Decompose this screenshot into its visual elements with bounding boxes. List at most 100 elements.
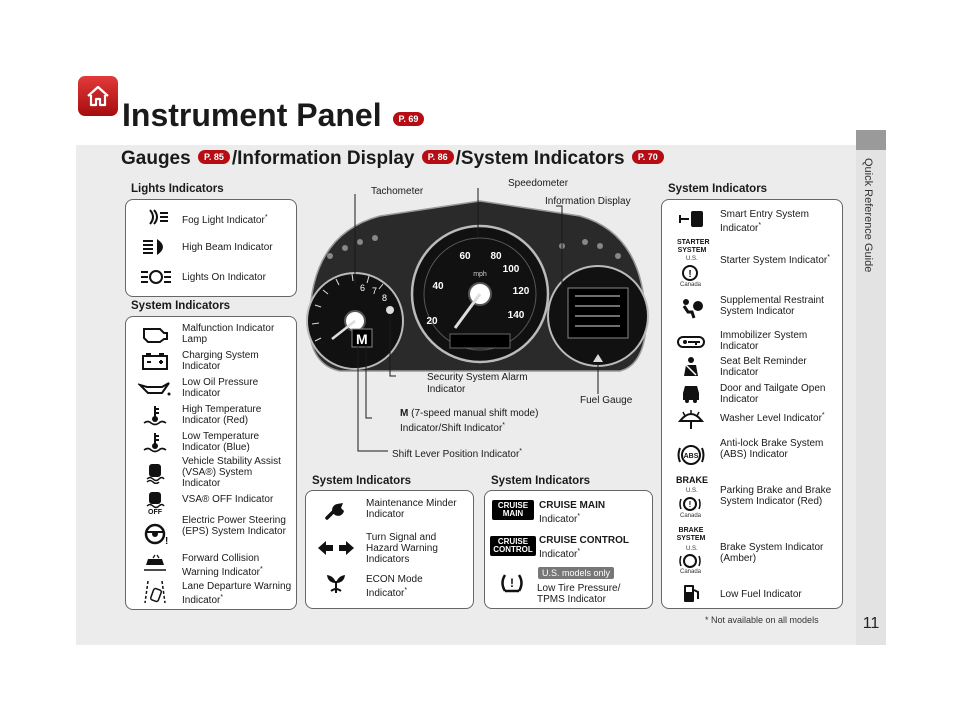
washer-star: * — [821, 412, 825, 419]
charging-label: Charging System Indicator — [182, 350, 259, 372]
forward-collision-star: * — [260, 566, 263, 573]
starter-star: * — [827, 254, 830, 261]
immobilizer-label: Immobilizer System Indicator — [720, 330, 808, 352]
smart-entry-text: Smart Entry System Indicator — [720, 209, 809, 234]
fog-light-star: * — [264, 214, 268, 221]
m-shift-line2: Indicator/Shift Indicator — [400, 423, 503, 434]
oil-pressure-label: Low Oil Pressure Indicator — [182, 377, 259, 399]
cruise-control-label: CRUISE CONTROL Indicator* — [539, 535, 649, 560]
tach-tick-label: 7 — [372, 286, 377, 296]
door-tailgate-label: Door and Tailgate Open Indicator — [720, 383, 826, 405]
parking-brake-label: Parking Brake and Brake System Indicator… — [720, 485, 832, 507]
cruise-main-label: CRUISE MAIN Indicator* — [539, 500, 649, 525]
starter-label: Starter System Indicator* — [720, 252, 838, 266]
information-display-callout: Information Display — [545, 196, 631, 207]
us-models-only-note: U.S. models only — [538, 567, 615, 579]
gauges-ref-link[interactable]: P. 85 — [197, 150, 230, 164]
speed-tick-label: 40 — [432, 281, 444, 292]
home-button[interactable] — [78, 76, 118, 116]
high-beam-icon — [136, 236, 176, 258]
forward-collision-text: Forward Collision Warning Indicator — [182, 553, 260, 578]
subtitle-system-indicators: /System Indicators — [455, 148, 625, 169]
lights-on-label: Lights On Indicator — [182, 272, 266, 283]
svg-text:ABS: ABS — [684, 453, 699, 460]
parking-brake-icon: ! — [676, 495, 704, 513]
page-subtitle: Gauges P. 85/Information Display P. 86/S… — [121, 148, 666, 170]
us-tag: U.S. — [686, 546, 698, 552]
system-indicators-left-heading: System Indicators — [131, 300, 231, 312]
lights-indicators-heading: Lights Indicators — [131, 183, 224, 195]
shift-position-readout: M — [356, 331, 368, 347]
washer-icon — [672, 408, 710, 432]
cruise-main-star: * — [577, 513, 581, 520]
brake-system-badge: BRAKE SYSTEM — [676, 527, 706, 543]
system-indicators-right-box: Smart Entry System Indicator* STARTER SY… — [661, 199, 843, 609]
instrument-cluster-illustration: 6 7 8 M 20 40 60 80 100 120 140 mph — [306, 188, 649, 452]
cruise-main-title: CRUISE MAIN — [539, 500, 606, 511]
svg-text:!: ! — [688, 269, 691, 280]
shift-lever-text: Shift Lever Position Indicator — [392, 449, 520, 460]
lane-departure-text: Lane Departure Warning Indicator — [182, 581, 292, 606]
speed-tick-label: 80 — [490, 251, 502, 262]
speed-tick-label: 120 — [513, 286, 530, 297]
speed-unit-label: mph — [473, 271, 487, 278]
security-alarm-light — [386, 306, 394, 314]
fuel-gauge-callout: Fuel Gauge — [580, 395, 633, 406]
vsa-label: Vehicle Stability Assist (VSA®) System I… — [182, 456, 281, 489]
cruise-control-sub: Indicator — [539, 549, 578, 560]
turn-signal-label: Turn Signal and Hazard Warning Indicator… — [366, 532, 438, 565]
fog-light-text: Fog Light Indicator — [182, 215, 265, 226]
system-indicators-bottom-right-box: CRUISE MAIN CRUISE MAIN Indicator* CRUISE… — [484, 490, 653, 609]
srs-label: Supplemental Restraint System Indicator — [720, 295, 824, 317]
speed-tick-label: 100 — [503, 264, 520, 275]
turn-signal-icon — [314, 537, 358, 559]
steering-wheel-icon: ! — [134, 521, 176, 547]
system-indicators-right-heading: System Indicators — [668, 183, 768, 195]
smart-entry-star: * — [758, 222, 762, 229]
m-shift-letter: M — [400, 408, 409, 419]
home-icon — [87, 85, 109, 107]
starter-system-badge: STARTER SYSTEM — [675, 237, 710, 257]
fuel-pump-icon — [676, 582, 706, 604]
svg-text:!: ! — [510, 576, 514, 590]
brake-amber-icon — [676, 552, 704, 570]
info-display-ref-link[interactable]: P. 86 — [421, 150, 454, 164]
lane-departure-label: Lane Departure Warning Indicator* — [182, 581, 292, 606]
high-beam-label: High Beam Indicator — [182, 242, 273, 253]
page-ref-link[interactable]: P. 69 — [392, 112, 425, 126]
lights-indicators-box: Fog Light Indicator* High Beam Indicator… — [125, 199, 297, 297]
page-number: 11 — [862, 615, 880, 632]
cruise-control-title: CRUISE CONTROL — [539, 535, 629, 546]
forward-collision-label: Forward Collision Warning Indicator* — [182, 553, 292, 578]
fog-light-icon — [136, 206, 176, 228]
oil-can-icon — [134, 377, 176, 399]
tach-tick-label: 8 — [382, 293, 387, 303]
cruise-control-star: * — [577, 548, 581, 555]
econ-label: ECON Mode Indicator* — [366, 574, 466, 599]
cruise-control-badge: CRUISE CONTROL — [490, 536, 536, 556]
cruise-main-sub: Indicator — [539, 514, 578, 525]
seat-belt-label: Seat Belt Reminder Indicator — [720, 356, 807, 378]
security-alarm-callout: Security System Alarm Indicator — [427, 372, 528, 395]
airbag-icon — [674, 298, 708, 320]
wrench-icon — [318, 499, 354, 521]
system-indicators-bottom-left-heading: System Indicators — [312, 475, 412, 487]
canada-tag: Canada — [680, 282, 702, 288]
starter-warning-icon: ! — [676, 264, 704, 282]
low-fuel-label: Low Fuel Indicator — [720, 589, 802, 600]
lane-departure-icon — [134, 579, 176, 605]
svg-text:OFF: OFF — [148, 509, 163, 515]
brake-amber-label: Brake System Indicator (Amber) — [720, 542, 824, 564]
smart-entry-icon — [672, 208, 712, 230]
us-tag: U.S. — [686, 256, 698, 262]
page-title: Instrument Panel P. 69 — [122, 97, 426, 134]
svg-text:!: ! — [165, 536, 168, 546]
system-indicators-bottom-left-box: Maintenance Minder Indicator Turn Signal… — [305, 490, 474, 609]
sidebar-tab[interactable] — [856, 130, 886, 150]
system-indicators-ref-link[interactable]: P. 70 — [631, 150, 664, 164]
smart-entry-label: Smart Entry System Indicator* — [720, 209, 838, 234]
m-shift-callout: M (7-speed manual shift mode)Indicator/S… — [400, 408, 538, 435]
sidebar-strip — [856, 130, 886, 645]
tpms-label: Low Tire Pressure/ TPMS Indicator — [537, 583, 621, 605]
brake-badge: BRAKE — [676, 475, 709, 485]
